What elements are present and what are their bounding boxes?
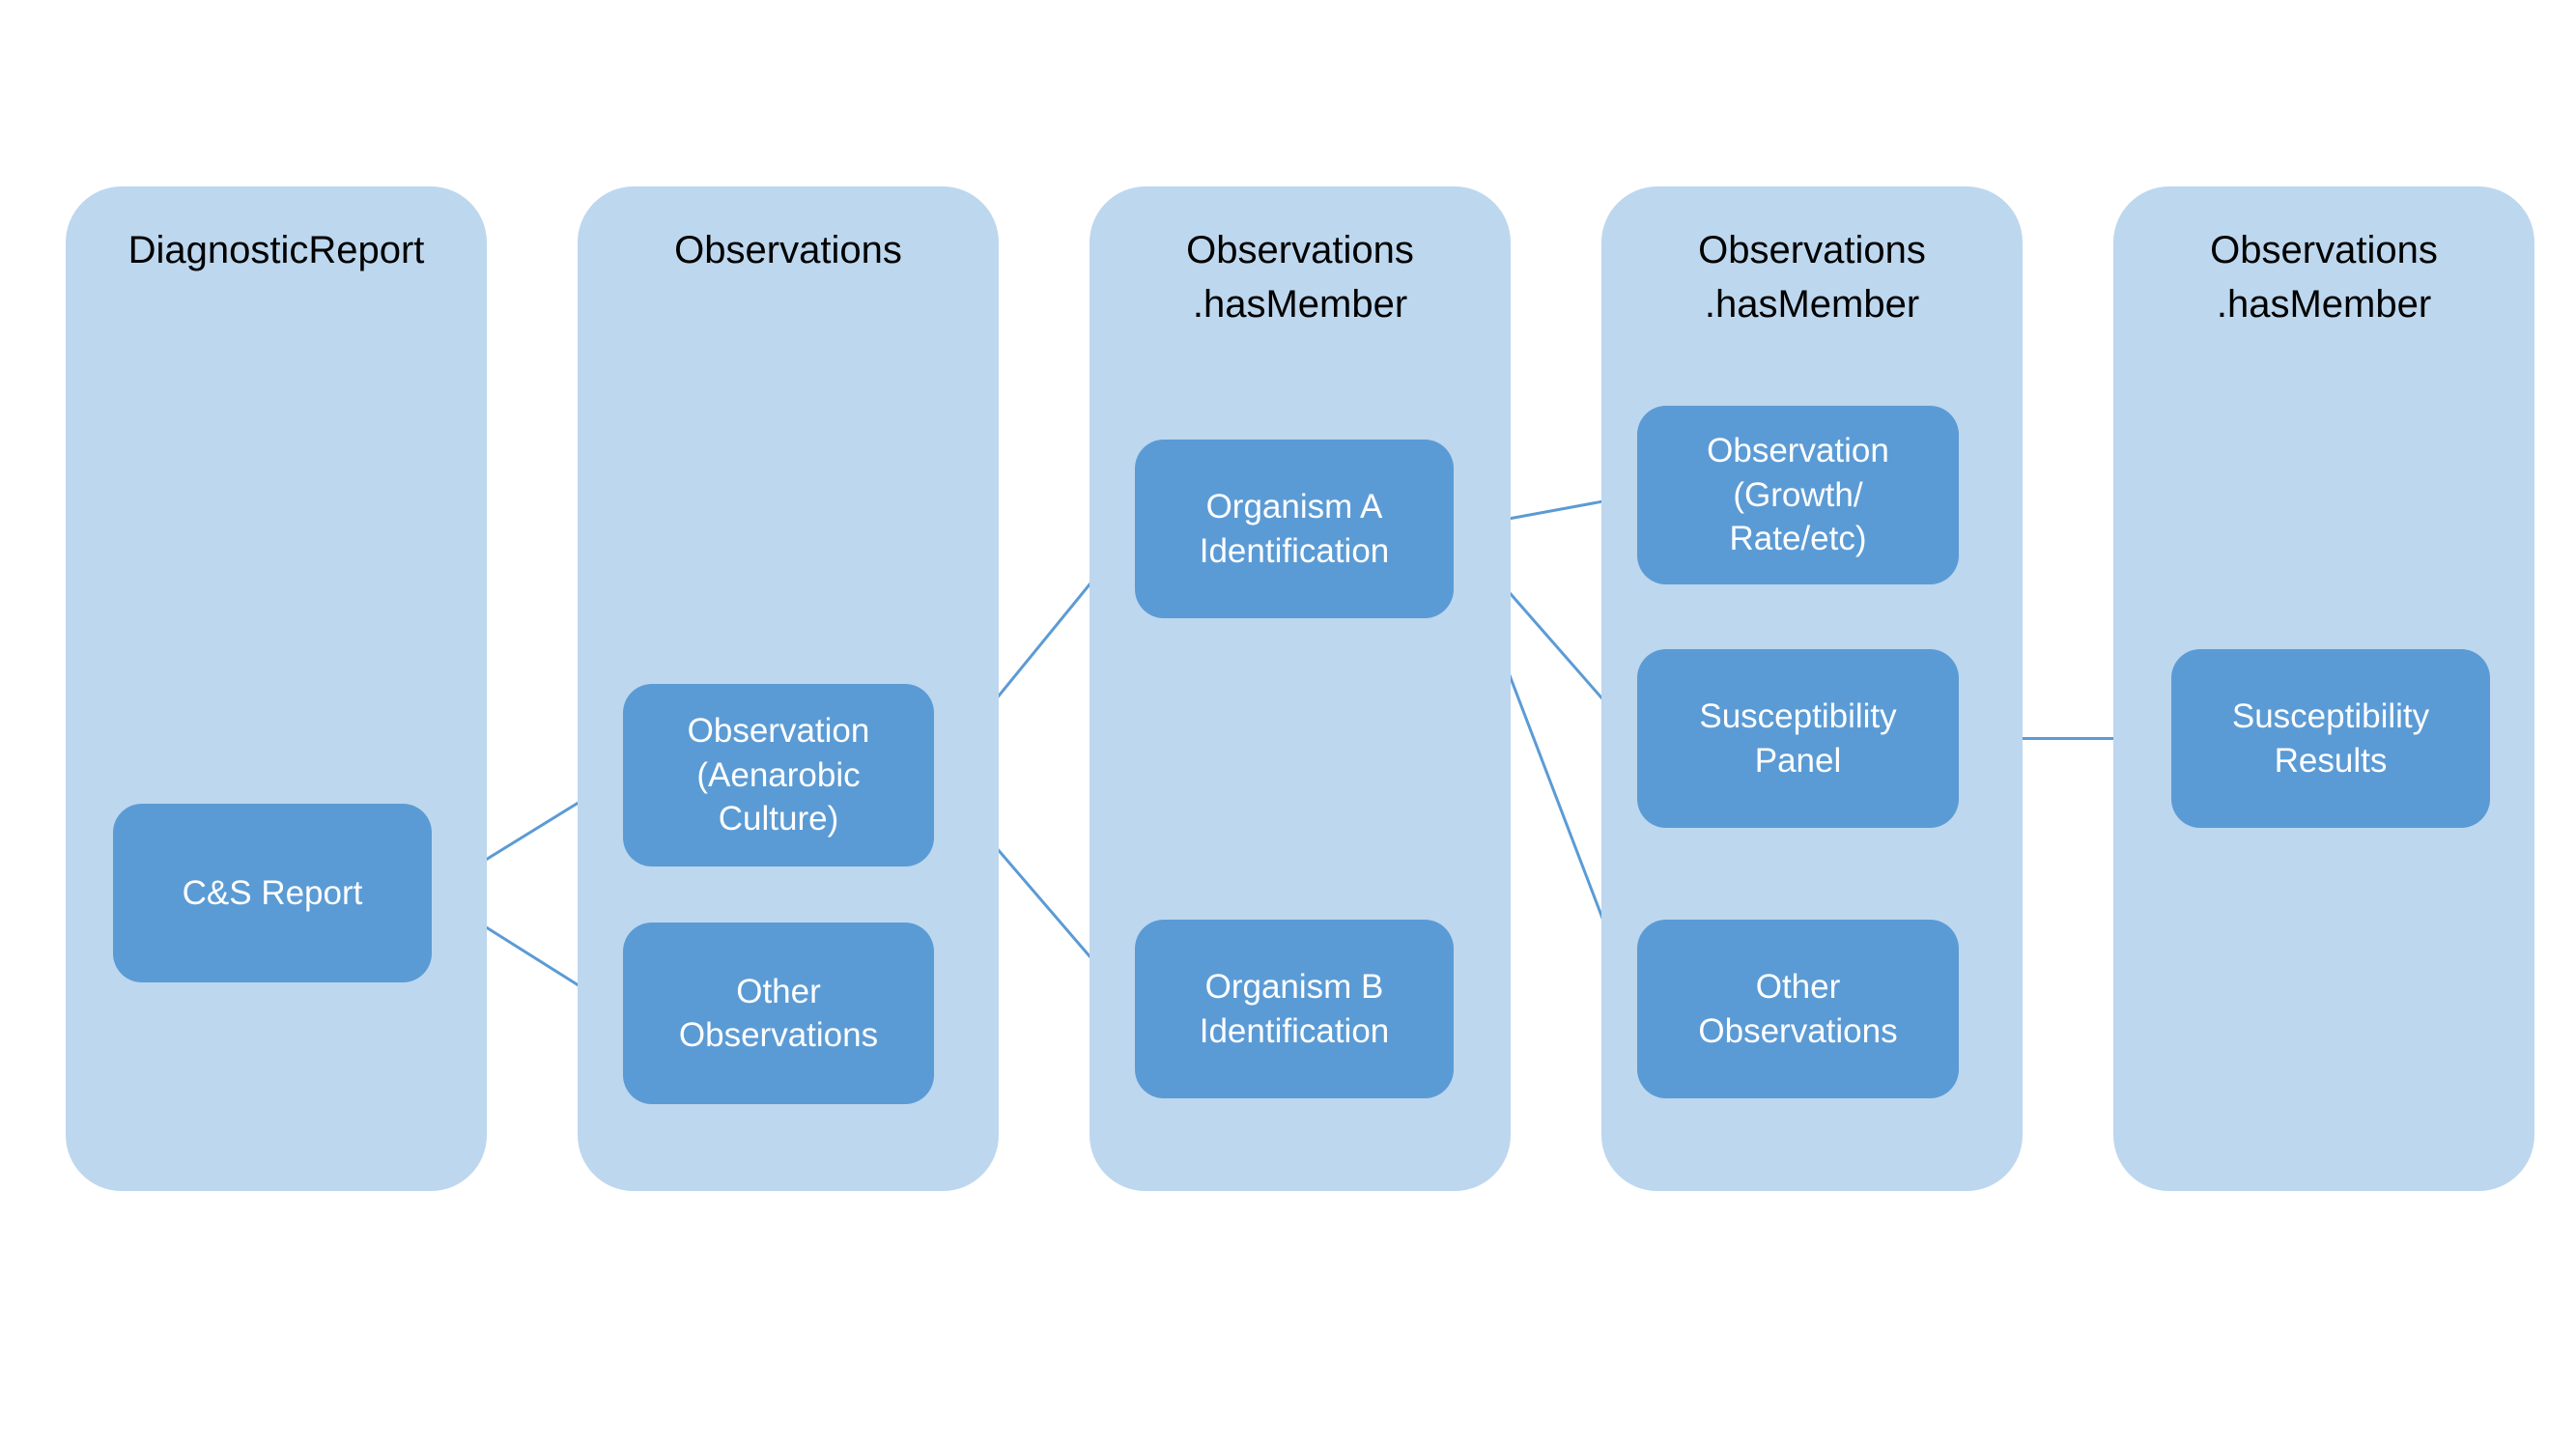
node-label: Observation (Growth/ Rate/etc) — [1707, 432, 1889, 558]
node-susceptibility-panel: Susceptibility Panel — [1637, 649, 1959, 828]
node-label: Susceptibility Panel — [1699, 697, 1897, 780]
node-label: Observation (Aenarobic Culture) — [687, 712, 870, 838]
column-title: Observations .hasMember — [1186, 229, 1414, 326]
column-title: Observations .hasMember — [2210, 229, 2438, 326]
column-title: Observations — [674, 229, 902, 271]
node-label: Organism B Identification — [1199, 968, 1390, 1050]
node-label: Susceptibility Results — [2231, 697, 2430, 780]
node-label: Organism A Identification — [1199, 488, 1390, 570]
node-label: Other Observations — [1698, 968, 1898, 1050]
column-title: DiagnosticReport — [127, 229, 425, 271]
node-observation-aenarobic-culture: Observation (Aenarobic Culture) — [623, 684, 934, 867]
node-organism-a-identification: Organism A Identification — [1135, 440, 1454, 618]
node-organism-b-identification: Organism B Identification — [1135, 920, 1454, 1098]
column-diagnosticreport: DiagnosticReport — [66, 186, 487, 1191]
node-observation-growth-rate: Observation (Growth/ Rate/etc) — [1637, 406, 1959, 584]
node-other-observations-1: Other Observations — [623, 923, 934, 1104]
node-other-observations-2: Other Observations — [1637, 920, 1959, 1098]
column-title: Observations .hasMember — [1698, 229, 1926, 326]
node-susceptibility-results: Susceptibility Results — [2171, 649, 2490, 828]
node-label: Other Observations — [678, 972, 879, 1055]
node-label: C&S Report — [182, 873, 363, 912]
node-cs-report: C&S Report — [113, 804, 432, 982]
